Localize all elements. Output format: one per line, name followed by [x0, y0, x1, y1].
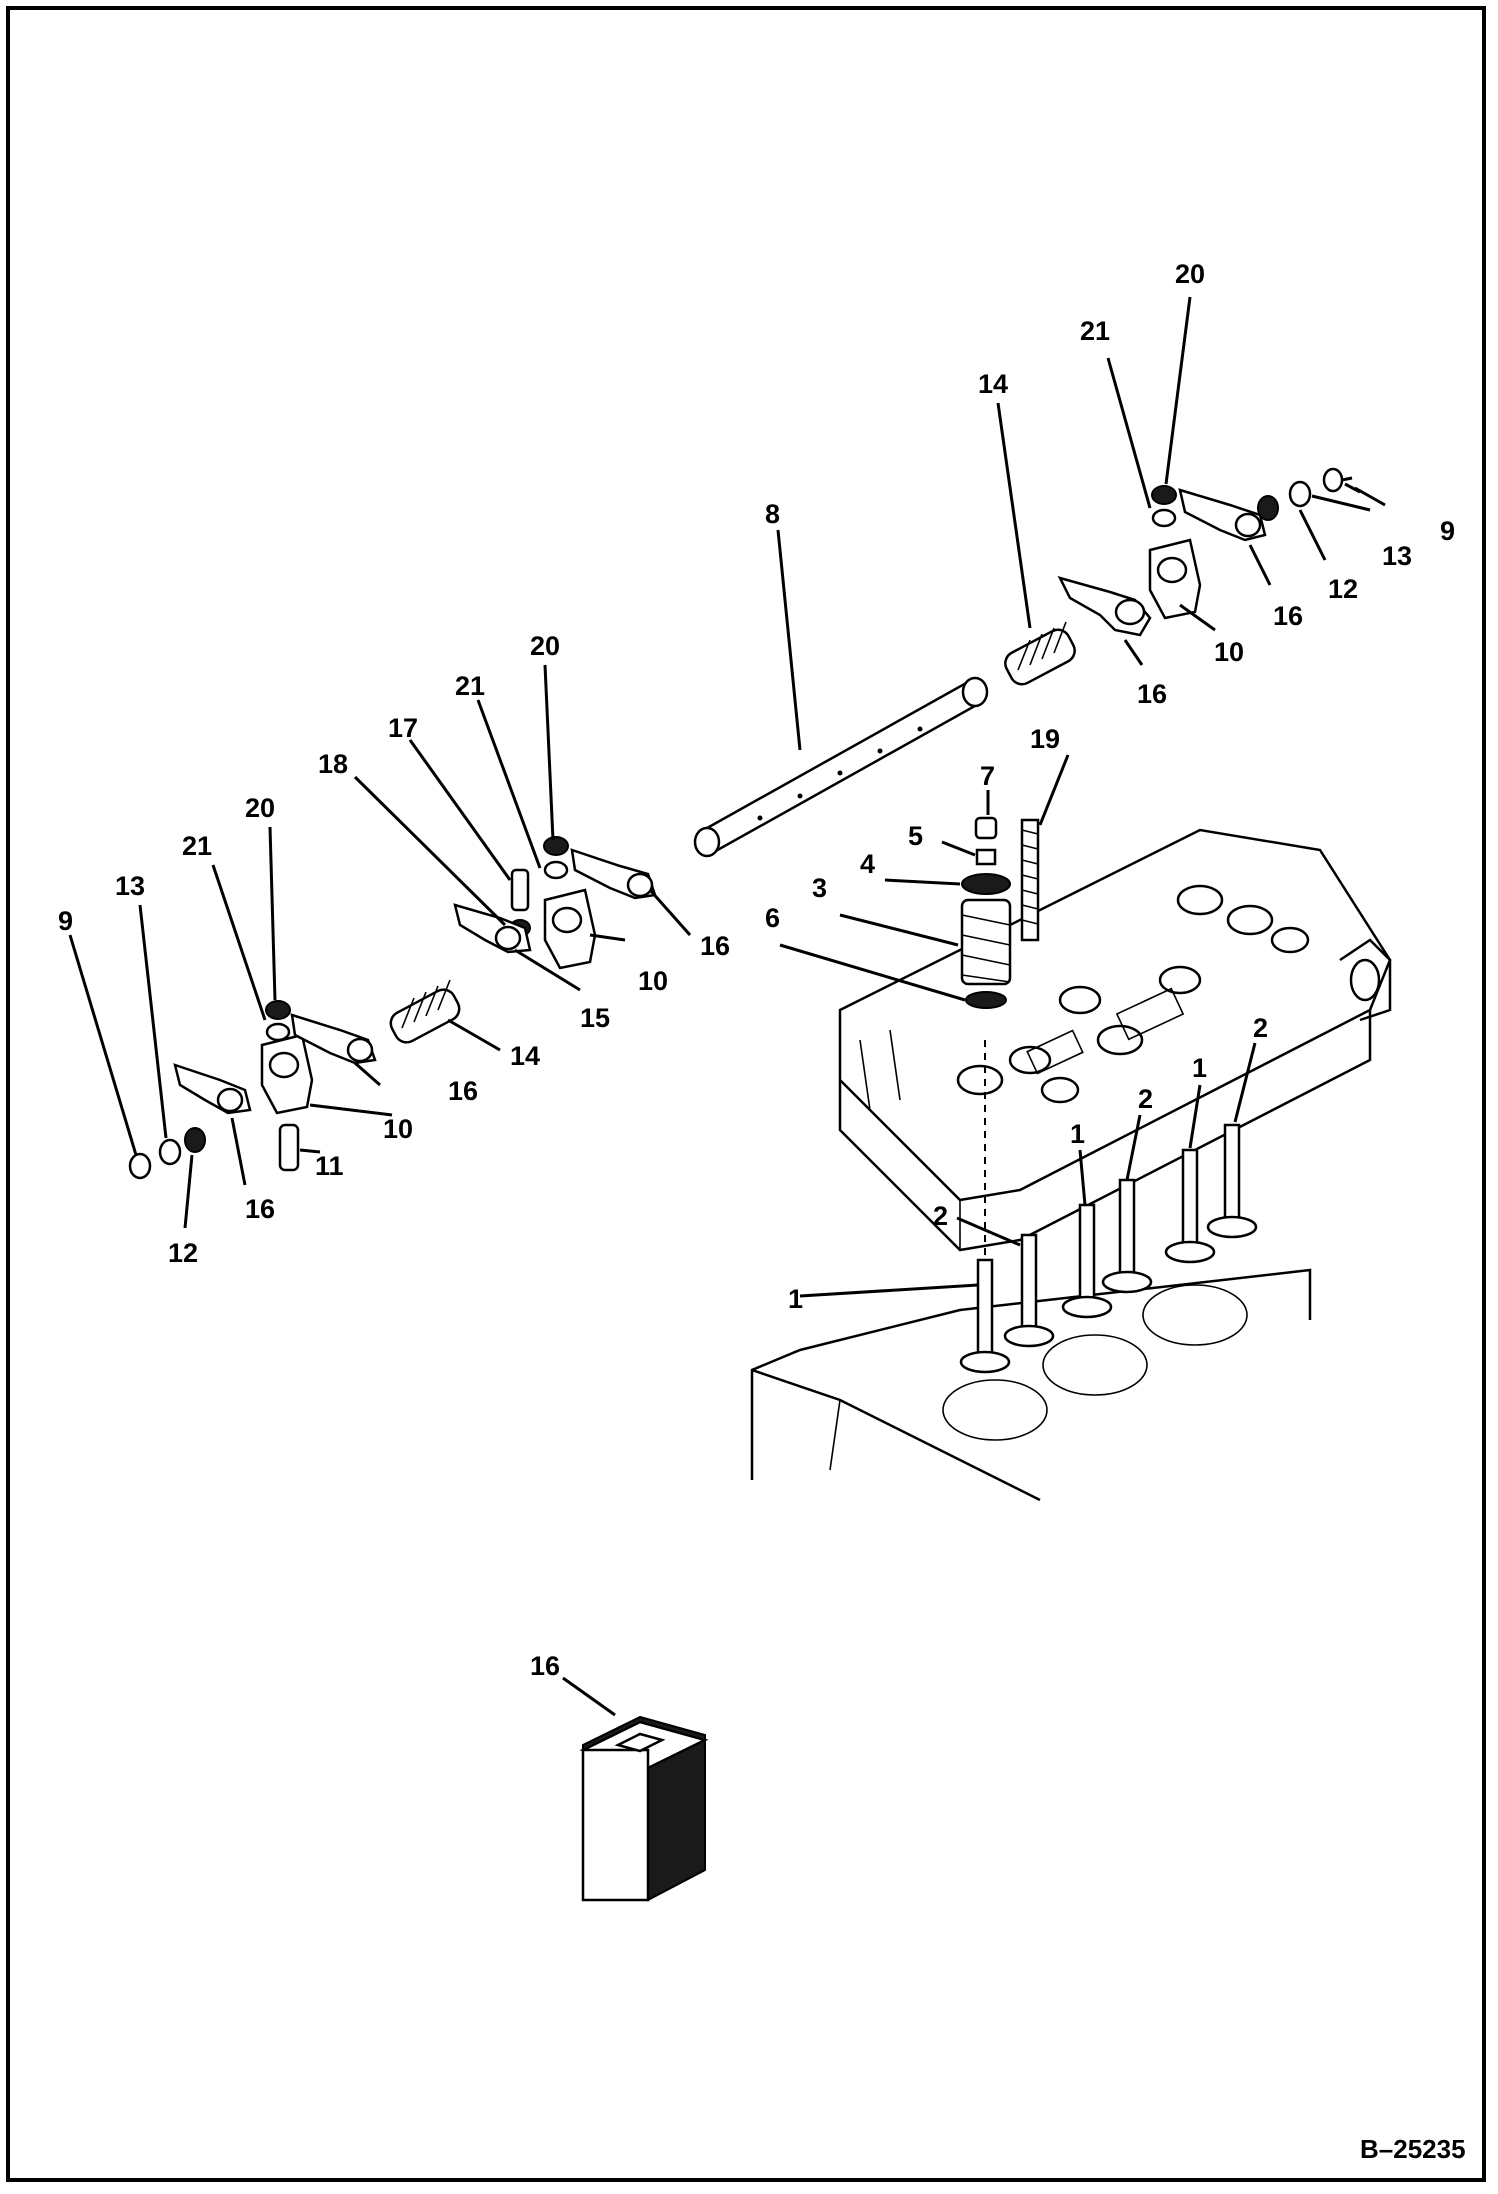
callout-9: 9: [58, 906, 73, 936]
spring-retainer: [961, 873, 1011, 895]
callout-16: 16: [448, 1076, 478, 1106]
shaft-spring-right: [1004, 621, 1076, 686]
callout-16: 16: [530, 1651, 560, 1681]
callout-12: 12: [168, 1238, 198, 1268]
callout-10: 10: [383, 1114, 413, 1144]
leader-lines: [68, 296, 1386, 1717]
valve-cap: [974, 816, 998, 840]
callout-16: 16: [1273, 601, 1303, 631]
callout-12: 12: [1328, 574, 1358, 604]
callout-20: 20: [245, 793, 275, 823]
callout-8: 8: [765, 499, 780, 529]
callout-9: 9: [1440, 516, 1455, 546]
callout-1: 1: [1192, 1053, 1207, 1083]
rocker-assembly-right: [1004, 467, 1344, 686]
callout-2: 2: [933, 1201, 948, 1231]
rocker-assembly-left: [128, 1000, 377, 1180]
rocker-kit-box: [579, 1715, 709, 1902]
callout-labels: 20 21 14 9 13 12 16 10 16 8 19 20 21 17 …: [58, 259, 1455, 1681]
adjust-screw: [1151, 508, 1177, 528]
drawing-code: B–25235: [1360, 2134, 1466, 2164]
valve-stem: [976, 1258, 994, 1362]
rocker-assembly-middle: [389, 836, 657, 1044]
valve-keeper: [975, 848, 997, 866]
callout-21: 21: [455, 671, 485, 701]
callout-20: 20: [1175, 259, 1205, 289]
valve-head: [959, 1350, 1011, 1374]
callout-21: 21: [1080, 316, 1110, 346]
callout-2: 2: [1253, 1013, 1268, 1043]
callout-13: 13: [115, 871, 145, 901]
spring-seat: [965, 991, 1007, 1009]
drawing-border: [6, 6, 1486, 2182]
callout-2: 2: [1138, 1084, 1153, 1114]
callout-3: 3: [812, 873, 827, 903]
callout-10: 10: [1214, 637, 1244, 667]
wave-washer: [1257, 495, 1279, 521]
callout-6: 6: [765, 903, 780, 933]
callout-19: 19: [1030, 724, 1060, 754]
valve-spring: [960, 898, 1012, 986]
callout-10: 10: [638, 966, 668, 996]
adjust-nut: [1151, 485, 1177, 505]
callout-18: 18: [318, 749, 348, 779]
callout-16: 16: [1137, 679, 1167, 709]
callout-14: 14: [510, 1041, 540, 1071]
callout-16: 16: [245, 1194, 275, 1224]
callout-14: 14: [978, 369, 1008, 399]
callout-15: 15: [580, 1003, 610, 1033]
cylinder-head: [750, 828, 1392, 1502]
callout-7: 7: [980, 761, 995, 791]
valve-spring-stack: [960, 816, 1040, 1009]
bolt: [1322, 467, 1344, 493]
callout-4: 4: [860, 849, 875, 879]
callout-5: 5: [908, 821, 923, 851]
rocker-shaft: [693, 676, 989, 858]
stud: [1020, 818, 1040, 942]
callout-13: 13: [1382, 541, 1412, 571]
washer: [1288, 480, 1312, 508]
callout-1: 1: [1070, 1119, 1085, 1149]
callout-20: 20: [530, 631, 560, 661]
valves: [959, 1040, 1258, 1374]
callout-1: 1: [788, 1284, 803, 1314]
callout-17: 17: [388, 713, 418, 743]
callout-11: 11: [315, 1151, 344, 1181]
callout-21: 21: [182, 831, 212, 861]
callout-16: 16: [700, 931, 730, 961]
